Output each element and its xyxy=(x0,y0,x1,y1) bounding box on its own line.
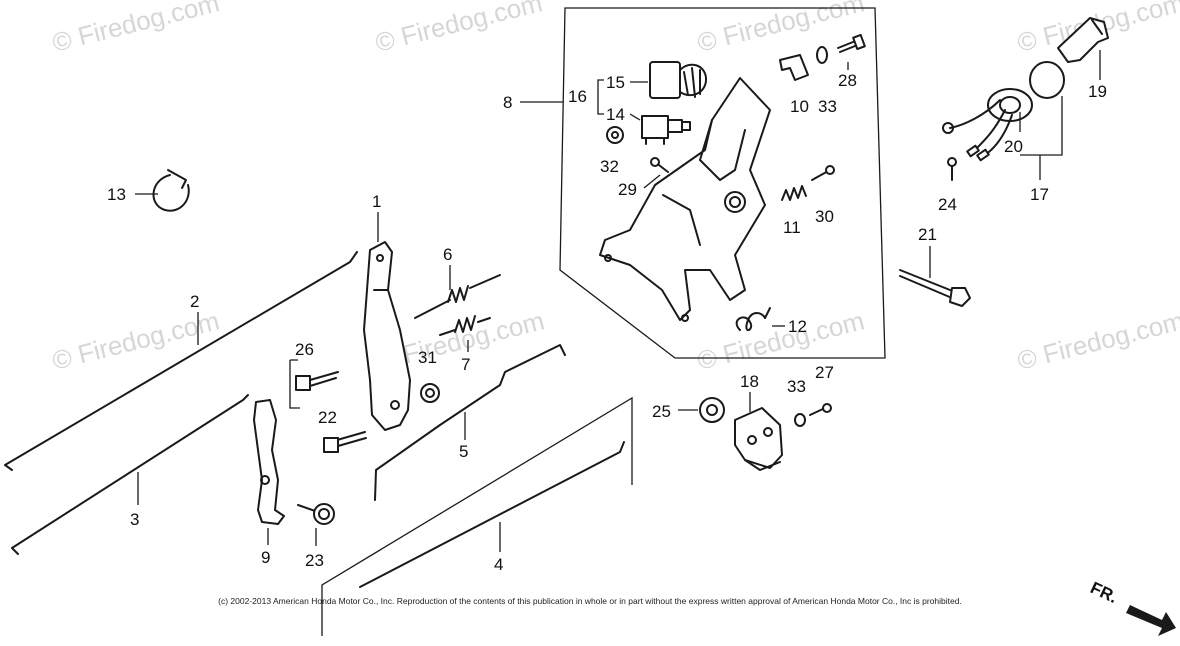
callout-12: 12 xyxy=(788,317,807,336)
callout-9: 9 xyxy=(261,548,270,567)
callout-4: 4 xyxy=(494,555,503,574)
lever-9 xyxy=(253,399,285,525)
callout-10: 10 xyxy=(790,97,809,116)
leader-17 xyxy=(1020,96,1063,180)
clip-19 xyxy=(1057,17,1109,63)
callout-28: 28 xyxy=(838,71,857,90)
bolt-21 xyxy=(899,269,971,307)
washer-33-bottom xyxy=(794,413,806,427)
collar-25 xyxy=(699,397,725,423)
callout-29: 29 xyxy=(618,180,637,199)
callout-16: 16 xyxy=(568,87,587,106)
callout-31: 31 xyxy=(418,348,437,367)
bracket-10 xyxy=(779,54,809,81)
rod-2 xyxy=(4,251,358,471)
grommet-20 xyxy=(942,61,1065,162)
bolt-26 xyxy=(295,371,339,391)
callout-26: 26 xyxy=(295,340,314,359)
direction-arrow xyxy=(1126,605,1176,636)
rod-5 xyxy=(374,344,566,501)
switch-15 xyxy=(649,61,708,99)
callout-3: 3 xyxy=(130,510,139,529)
callout-2: 2 xyxy=(190,292,199,311)
clamp-13 xyxy=(152,169,190,212)
copyright-notice: (c) 2002-2013 American Honda Motor Co., … xyxy=(218,596,962,606)
callout-22: 22 xyxy=(318,408,337,427)
callout-32: 32 xyxy=(600,157,619,176)
bracket-26 xyxy=(289,359,300,409)
leader-29 xyxy=(643,174,661,189)
bracket-18 xyxy=(734,407,783,471)
callout-13: 13 xyxy=(107,185,126,204)
callout-7: 7 xyxy=(461,355,470,374)
callout-18: 18 xyxy=(740,372,759,391)
callout-33-bottom: 33 xyxy=(787,377,806,396)
rod-4 xyxy=(359,441,625,588)
callout-24: 24 xyxy=(938,195,957,214)
callout-33-top: 33 xyxy=(818,97,837,116)
callout-17: 17 xyxy=(1030,185,1049,204)
washer-33-top xyxy=(816,46,828,64)
spring-6 xyxy=(414,274,501,319)
lever-1 xyxy=(363,241,411,431)
callout-11: 11 xyxy=(783,218,801,237)
bolt-27 xyxy=(809,403,832,416)
watermark-text: © Firedog.com xyxy=(694,305,867,375)
bracket-16 xyxy=(597,79,604,115)
callout-8: 8 xyxy=(503,93,512,112)
callout-20: 20 xyxy=(1004,137,1023,156)
watermarks: © Firedog.com © Firedog.com © Firedog.co… xyxy=(49,0,1180,376)
switch-14 xyxy=(641,115,691,145)
callout-labels: 1 2 3 4 5 6 7 8 9 10 11 12 13 14 15 16 1… xyxy=(107,71,1107,574)
callout-5: 5 xyxy=(459,442,468,461)
watermark-text: © Firedog.com xyxy=(49,0,222,58)
callout-23: 23 xyxy=(305,551,324,570)
callout-30: 30 xyxy=(815,207,834,226)
control-plate xyxy=(599,77,771,322)
callout-21: 21 xyxy=(918,225,937,244)
screw-30 xyxy=(811,165,835,181)
nut-31 xyxy=(420,383,440,403)
watermark-text: © Firedog.com xyxy=(1014,305,1180,375)
callout-1: 1 xyxy=(372,192,381,211)
washer-32 xyxy=(606,126,624,144)
spring-11 xyxy=(781,185,807,201)
spring-12 xyxy=(735,307,771,331)
watermark-text: © Firedog.com xyxy=(372,0,545,58)
callout-15: 15 xyxy=(606,73,625,92)
spring-7 xyxy=(439,315,491,336)
bolt-28 xyxy=(837,33,866,53)
control-assembly-outline xyxy=(559,7,886,359)
rod-4-outline xyxy=(321,396,633,636)
bolt-22 xyxy=(323,431,367,453)
callout-14: 14 xyxy=(606,105,625,124)
bolt-23 xyxy=(297,503,335,525)
callout-6: 6 xyxy=(443,245,452,264)
leader-14 xyxy=(629,113,641,121)
callout-25: 25 xyxy=(652,402,671,421)
screw-24 xyxy=(947,157,957,181)
screw-29 xyxy=(650,157,669,173)
watermark-text: © Firedog.com xyxy=(49,305,222,375)
callout-27: 27 xyxy=(815,363,834,382)
watermark-text: © Firedog.com xyxy=(694,0,867,58)
callout-19: 19 xyxy=(1088,82,1107,101)
rod-3 xyxy=(11,394,249,555)
